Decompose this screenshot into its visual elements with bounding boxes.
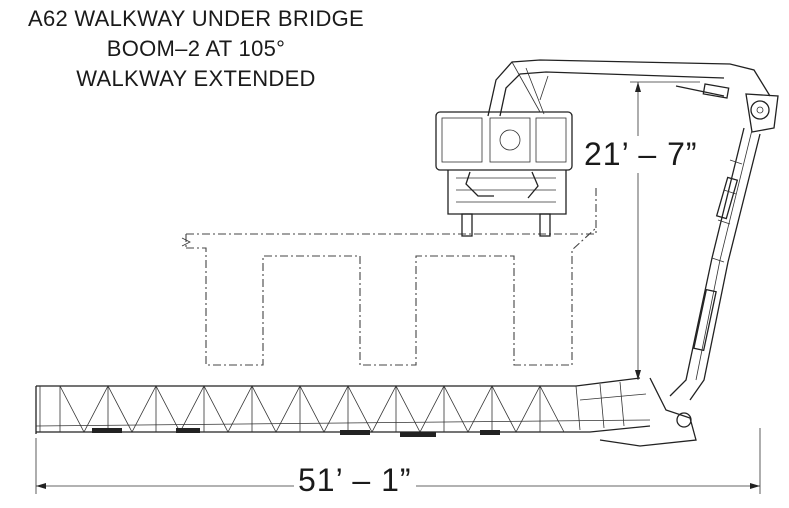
height-dimension bbox=[630, 81, 700, 380]
boom-arm bbox=[487, 59, 779, 133]
title-line-1: A62 WALKWAY UNDER BRIDGE bbox=[27, 6, 365, 31]
title-line-2: BOOM–2 AT 105° bbox=[106, 36, 286, 61]
drawing-title: A62 WALKWAY UNDER BRIDGE BOOM–2 AT 105° … bbox=[6, 4, 386, 94]
vertical-mast bbox=[669, 127, 761, 401]
walkway-truss bbox=[35, 377, 697, 447]
height-dimension-label: 21’ – 7” bbox=[580, 136, 702, 173]
truck-chassis bbox=[435, 111, 573, 237]
length-dimension-label: 51’ – 1” bbox=[294, 462, 416, 499]
title-line-3: WALKWAY EXTENDED bbox=[76, 66, 316, 91]
bridge-outline bbox=[181, 186, 597, 366]
